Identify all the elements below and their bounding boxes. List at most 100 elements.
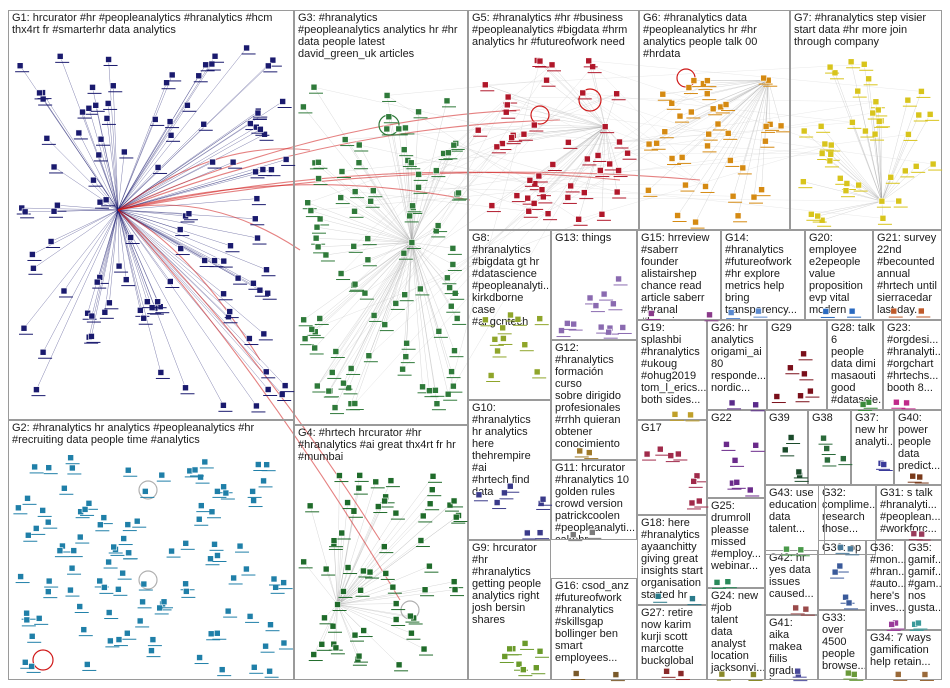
group-label: G3: #hranalytics #peopleanalytics analyt… [298, 12, 458, 60]
node [345, 384, 352, 392]
node [540, 193, 547, 201]
node [140, 580, 148, 588]
node [227, 242, 234, 250]
node [849, 119, 856, 126]
node [355, 484, 363, 492]
node [880, 461, 888, 468]
node [402, 124, 409, 132]
node [656, 445, 664, 453]
group-g19: G19: splashbi #hranalytics #ukoug #ohug2… [637, 320, 707, 420]
group-g35: G35: gamif... gamif... #gam... nos gusta… [904, 540, 942, 630]
node [214, 488, 221, 495]
node [488, 202, 496, 209]
node [926, 111, 934, 118]
node [807, 387, 814, 395]
node [450, 497, 458, 505]
node [45, 588, 52, 595]
node [70, 547, 78, 554]
node [381, 497, 388, 505]
group-label: G17 [641, 422, 662, 434]
group-g15: G15: hrreview #saberr founder alistairsh… [637, 230, 721, 320]
node [80, 626, 88, 633]
group-g29: G29 [767, 320, 827, 410]
group-g42: G42: hr yes data issues caused... [765, 550, 818, 615]
node [668, 155, 676, 162]
group-label: G15: hrreview #saberr founder alistairsh… [641, 232, 710, 319]
node [703, 90, 711, 97]
node [443, 97, 451, 105]
node [845, 669, 852, 677]
node [685, 84, 693, 91]
node [521, 341, 529, 349]
node [659, 90, 667, 98]
node [20, 324, 28, 332]
node [506, 482, 514, 490]
group-label: G27: retire now karim kurji scott marcot… [641, 607, 694, 667]
node [224, 607, 232, 615]
node [220, 483, 227, 491]
group-label: G38 [812, 412, 833, 424]
node [344, 499, 351, 506]
node [182, 384, 189, 392]
node [76, 533, 84, 541]
node [315, 175, 322, 182]
node [921, 671, 929, 678]
node [533, 368, 541, 376]
node [474, 126, 482, 134]
node [387, 477, 395, 484]
node [409, 202, 416, 210]
node [645, 187, 652, 194]
node [56, 547, 64, 554]
node [514, 316, 522, 323]
node [195, 72, 203, 80]
node [848, 307, 856, 315]
node [843, 180, 851, 187]
node [139, 598, 146, 606]
node [142, 488, 149, 495]
node [606, 160, 614, 168]
node [654, 592, 662, 600]
node [515, 660, 523, 668]
node [140, 314, 148, 322]
node [797, 392, 804, 400]
node [168, 547, 175, 555]
node [762, 123, 770, 130]
node [222, 489, 230, 497]
node [909, 472, 917, 480]
node [499, 140, 506, 147]
node [392, 300, 400, 307]
node [688, 499, 696, 507]
node [357, 586, 364, 594]
node [520, 130, 528, 138]
node [382, 570, 390, 577]
node [435, 328, 443, 335]
node [67, 454, 74, 462]
node [415, 184, 422, 191]
node [102, 196, 110, 204]
node [526, 177, 534, 184]
node [375, 503, 382, 510]
node [493, 143, 501, 151]
node [182, 540, 190, 547]
group-g26: G26: hr analytics origami_ai 80 responde… [707, 320, 767, 410]
group-label: G21: survey 22nd #becounted annual #hrte… [877, 232, 937, 316]
group-g11: G11: hrcurator #hranalytics 10 golden ru… [551, 460, 637, 540]
node [453, 315, 461, 322]
node [869, 109, 877, 117]
node [207, 555, 214, 563]
node [444, 274, 451, 282]
node [871, 130, 879, 138]
node [718, 670, 726, 678]
node [214, 629, 221, 637]
node [444, 390, 452, 398]
node [690, 478, 697, 485]
node [797, 546, 805, 554]
group-label: G29 [771, 322, 792, 334]
node [406, 212, 413, 220]
node [321, 614, 328, 622]
group-label: G14: #hranalytics #futureofwork #hr expl… [725, 232, 797, 316]
node [446, 501, 454, 509]
node [300, 558, 307, 566]
node [325, 387, 333, 395]
